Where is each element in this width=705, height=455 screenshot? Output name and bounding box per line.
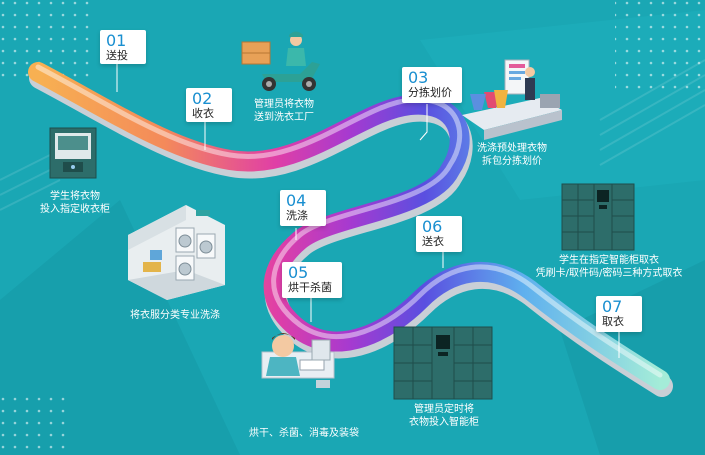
laundry-room-illustration: [128, 205, 225, 300]
step-card-2: 02 收衣: [186, 88, 232, 122]
delivery-scooter-illustration: [241, 31, 320, 91]
packing-worker-illustration: [261, 333, 335, 388]
step-number: 05: [288, 263, 309, 282]
caption-line: 管理员定时将: [414, 404, 474, 415]
caption-line: 烘干、杀菌、消毒及装袋: [249, 428, 359, 439]
caption-student-deposit: 学生将衣物 投入指定收衣柜: [20, 190, 130, 216]
step-label: 分拣划价: [408, 86, 452, 99]
sorting-station-illustration: [462, 59, 562, 140]
collection-cabinet-illustration: [49, 127, 97, 179]
caption-line: 将衣服分类专业洗涤: [130, 310, 220, 321]
step-card-3: 03 分拣划价: [402, 67, 462, 103]
caption-line: 拆包分拣划价: [482, 156, 542, 167]
caption-admin-cabinet: 管理员定时将 衣物投入智能柜: [392, 403, 496, 429]
step-label: 收衣: [192, 107, 214, 120]
step-card-1: 01 送投: [100, 30, 146, 64]
caption-line: 投入指定收衣柜: [40, 204, 110, 215]
caption-line: 洗涤预处理衣物: [477, 143, 547, 154]
caption-line: 学生将衣物: [50, 191, 100, 202]
step-card-6: 06 送衣: [416, 216, 462, 252]
step-number: 01: [106, 31, 127, 50]
caption-line: 学生在指定智能柜取衣: [559, 255, 659, 266]
step-label: 洗涤: [286, 209, 308, 222]
step-number: 03: [408, 68, 429, 87]
smart-locker-illustration-right: [561, 183, 635, 251]
card-connectors: [116, 62, 620, 358]
step-label: 送投: [106, 49, 128, 62]
caption-student-pickup: 学生在指定智能柜取衣 凭刷卡/取件码/密码三种方式取衣: [514, 254, 704, 280]
step-label: 烘干杀菌: [288, 281, 332, 294]
caption-line: 送到洗衣工厂: [254, 112, 314, 123]
caption-wash: 将衣服分类专业洗涤: [110, 309, 240, 322]
step-card-5: 05 烘干杀菌: [282, 262, 342, 298]
step-label: 取衣: [602, 315, 624, 328]
caption-line: 衣物投入智能柜: [409, 417, 479, 428]
step-number: 07: [602, 297, 623, 316]
step-label: 送衣: [422, 235, 444, 248]
caption-pre-treat: 洗涤预处理衣物 拆包分拣划价: [462, 142, 562, 168]
caption-admin-send: 管理员将衣物 送到洗衣工厂: [234, 98, 334, 124]
step-number: 06: [422, 217, 443, 236]
step-card-7: 07 取衣: [596, 296, 642, 332]
step-number: 02: [192, 89, 213, 108]
smart-locker-illustration-bottom: [393, 326, 493, 400]
caption-line: 凭刷卡/取件码/密码三种方式取衣: [535, 268, 683, 279]
step-card-4: 04 洗涤: [280, 190, 326, 226]
caption-dry: 烘干、杀菌、消毒及装袋: [224, 427, 384, 440]
step-number: 04: [286, 191, 307, 210]
caption-line: 管理员将衣物: [254, 99, 314, 110]
